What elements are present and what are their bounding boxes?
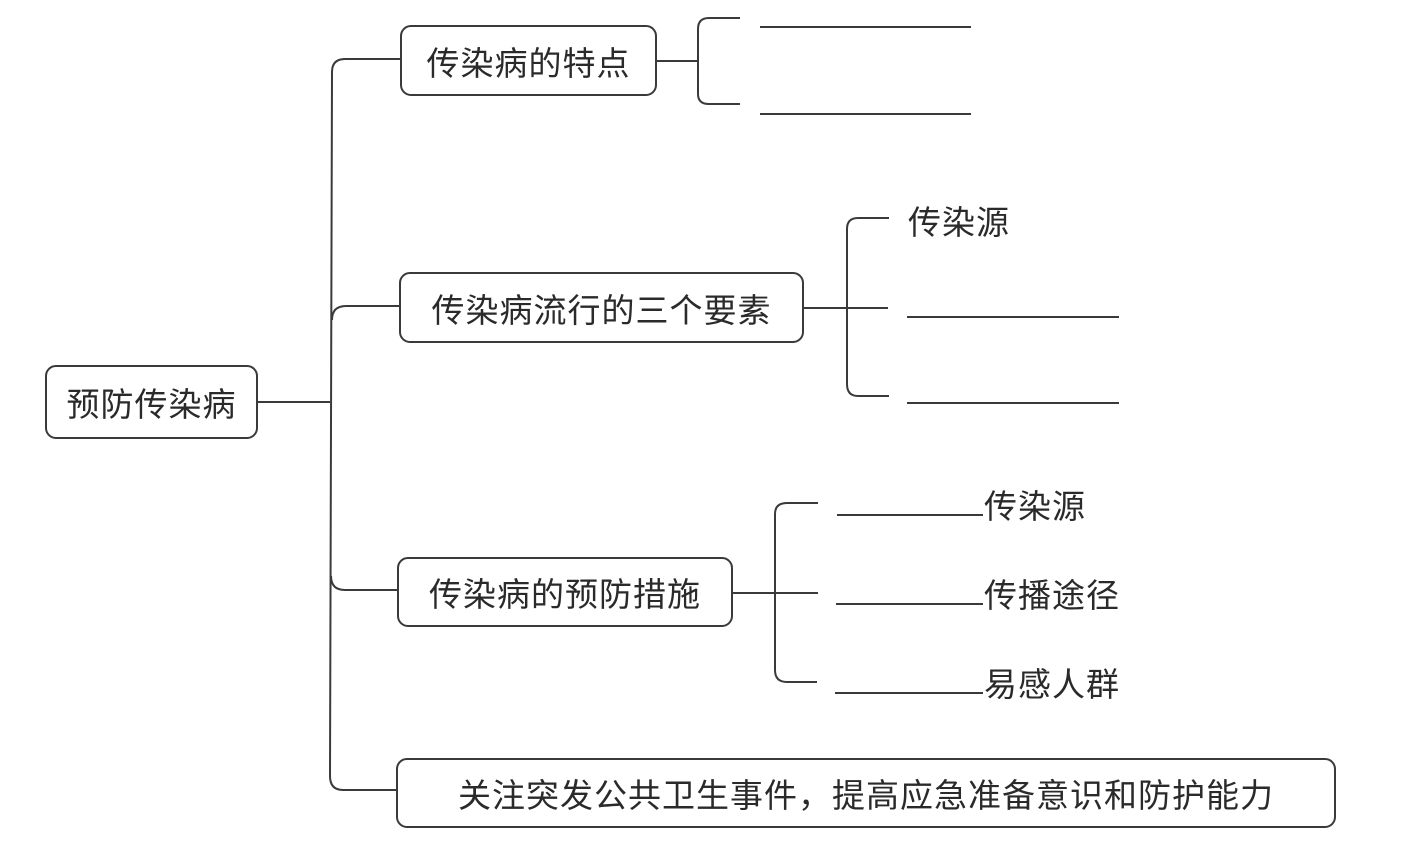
answer-blank[interactable] [907, 402, 1119, 404]
branch-label: 传染病的预防措施 [429, 575, 701, 614]
branch-label: 关注突发公共卫生事件，提高应急准备意识和防护能力 [458, 776, 1274, 815]
branch-node-prevention: 传染病的预防措施 [397, 557, 733, 627]
measure-label-route: 传播途径 [984, 576, 1120, 615]
measure-label-susceptible: 易感人群 [984, 665, 1120, 704]
branch-node-three-elements: 传染病流行的三个要素 [399, 272, 804, 343]
branch-label: 传染病的特点 [426, 43, 631, 83]
branch1-bracket [697, 17, 740, 105]
answer-blank[interactable] [760, 113, 971, 115]
branch3-connector [330, 575, 398, 591]
branch-node-characteristics: 传染病的特点 [400, 25, 657, 96]
root-label: 预防传染病 [66, 385, 237, 424]
measure-label-source: 传染源 [984, 487, 1086, 526]
branch-node-public-health: 关注突发公共卫生事件，提高应急准备意识和防护能力 [396, 758, 1336, 828]
answer-blank[interactable] [760, 26, 971, 28]
answer-blank[interactable] [835, 692, 983, 694]
branch-label: 传染病流行的三个要素 [431, 290, 772, 330]
branch2-connector [331, 305, 399, 321]
branch2-bracket [846, 217, 889, 397]
answer-blank[interactable] [907, 316, 1119, 318]
branch3-bracket [774, 502, 818, 683]
main-trunk [328, 58, 398, 791]
element-label-source: 传染源 [908, 203, 1010, 242]
answer-blank[interactable] [837, 514, 983, 516]
answer-blank[interactable] [836, 603, 983, 605]
root-node: 预防传染病 [45, 365, 258, 439]
